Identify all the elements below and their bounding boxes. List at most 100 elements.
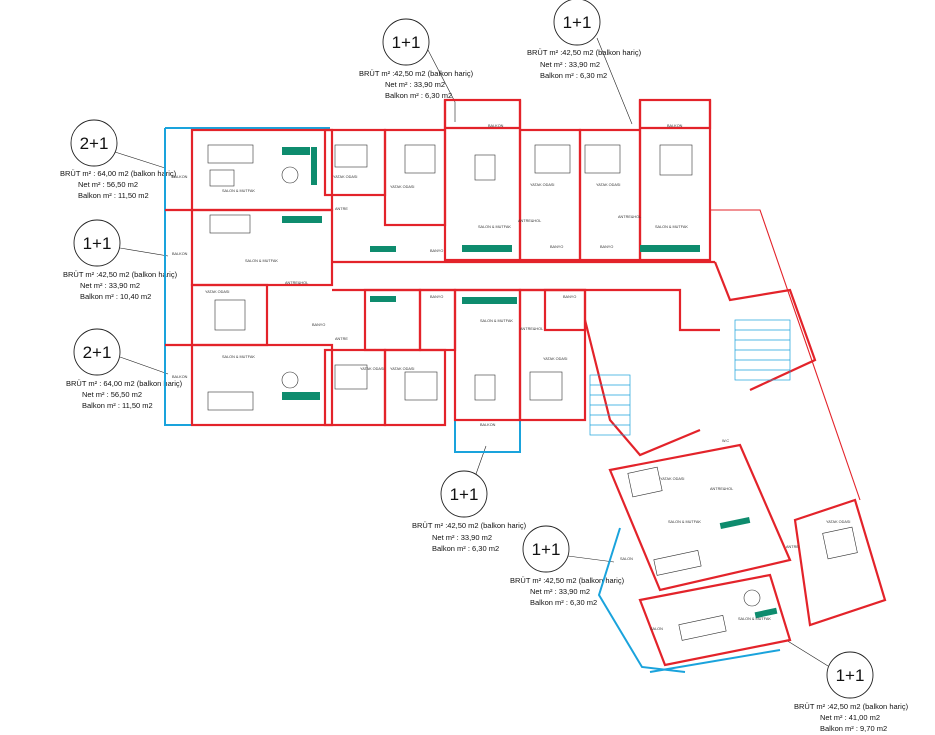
leader-line (475, 445, 487, 475)
kitchen-counter (370, 296, 396, 302)
room-label: SALON & MUTFAK (478, 225, 511, 229)
room-label: ANTRE (335, 207, 348, 211)
balcony-outline-south-2 (649, 649, 781, 673)
kitchen-counter (462, 245, 512, 252)
room-label: W.C (722, 439, 729, 443)
wall-bath-s2 (418, 288, 457, 352)
room-label: BALKON (667, 124, 683, 128)
room-label: SALON (620, 557, 633, 561)
unit-circle (440, 470, 488, 518)
unit-circle (73, 219, 121, 267)
wall-unit-s3 (453, 288, 522, 422)
dining-table (281, 371, 299, 389)
room-label: BANYO (312, 323, 325, 327)
wall-bedroom-left (190, 283, 269, 347)
dining-table (281, 166, 299, 184)
bed (584, 144, 621, 174)
unit-type-label: 2+1 (83, 343, 112, 362)
wall-unit-bottom-left (190, 343, 334, 427)
unit-circle (553, 0, 601, 46)
room-label: BALKON (488, 124, 504, 128)
room-label: BANYO (563, 295, 576, 299)
wall-stair-east (713, 261, 817, 391)
room-label: YATAK ODASI (390, 367, 414, 371)
unit-type-label: 1+1 (83, 234, 112, 253)
room-label: SALON & MUTFAK (738, 617, 771, 621)
unit-net-area: Net m² : 56,50 m2 (78, 180, 138, 189)
wall-unit-n6 (638, 98, 712, 262)
unit-annotation-u1: 1+1 BRÜT m² :42,50 m2 (balkon hariç) Net… (359, 18, 474, 122)
room-label: YATAK ODASI (360, 367, 384, 371)
unit-net-area: Net m² : 33,90 m2 (385, 80, 445, 89)
unit-gross-area: BRÜT m² : 64,00 m2 (balkon hariç) (66, 379, 183, 388)
unit-balcony-area: Balkon m² : 11,50 m2 (78, 191, 149, 200)
bed (214, 299, 246, 331)
bed (404, 371, 438, 401)
unit-circle (73, 328, 121, 376)
kitchens (282, 147, 778, 619)
unit-annotation-u2: 1+1 BRÜT m² :42,50 m2 (balkon hariç) Net… (527, 0, 642, 125)
room-label: SALON & MUTFAK (245, 259, 278, 263)
outline-east (710, 209, 861, 501)
unit-balcony-area: Balkon m² : 11,50 m2 (82, 401, 153, 410)
leader-line (114, 151, 166, 169)
wall-bedroom-n1 (323, 128, 387, 197)
leader-line (567, 555, 615, 563)
coffee-table (209, 169, 235, 187)
bed (822, 526, 858, 560)
room-label: BANYO (600, 245, 613, 249)
unit-type-label: 1+1 (392, 33, 421, 52)
room-label: SALON & MUTFAK (222, 355, 255, 359)
unit-gross-area: BRÜT m² :42,50 m2 (balkon hariç) (412, 521, 527, 530)
kitchen-counter (719, 516, 751, 530)
leader-line (119, 356, 169, 375)
wall-core (600, 288, 720, 332)
room-label: SALON & MUTFAK (222, 189, 255, 193)
kitchen-counter (282, 216, 322, 223)
unit-circle (826, 651, 874, 699)
wall-unit-n4 (518, 128, 582, 262)
unit-type-label: 1+1 (563, 13, 592, 32)
room-labels: BALKON BALKON BALKON SALON & MUTFAK SALO… (172, 124, 850, 631)
unit-net-area: Net m² : 41,00 m2 (820, 713, 880, 722)
unit-type-label: 2+1 (80, 134, 109, 153)
wall-bath-s4 (543, 288, 587, 332)
leader-line (119, 247, 169, 257)
furniture (207, 144, 858, 641)
unit-annotation-u6: 1+1 BRÜT m² :42,50 m2 (balkon hariç) Net… (412, 445, 527, 553)
unit-net-area: Net m² : 33,90 m2 (80, 281, 140, 290)
unit-type-label: 1+1 (836, 666, 865, 685)
unit-annotation-u3: 2+1 BRÜT m² : 64,00 m2 (balkon hariç) Ne… (60, 119, 177, 200)
bed (334, 144, 368, 168)
sofa (209, 214, 251, 234)
room-label: YATAK ODASI (530, 183, 554, 187)
wall-bedroom-s1 (323, 348, 387, 427)
unit-annotation-u7: 1+1 BRÜT m² :42,50 m2 (balkon hariç) Net… (510, 525, 625, 607)
unit-balcony-area: Balkon m² : 6,30 m2 (432, 544, 499, 553)
unit-gross-area: BRÜT m² : 64,00 m2 (balkon hariç) (60, 169, 177, 178)
unit-circle (70, 119, 118, 167)
bed (627, 466, 663, 498)
room-label: YATAK ODASI (205, 290, 229, 294)
unit-balcony-area: Balkon m² : 9,70 m2 (820, 724, 887, 733)
room-label: ANTRE&HOL (520, 327, 543, 331)
room-label: YATAK ODASI (390, 185, 414, 189)
bed (534, 144, 571, 174)
stairs (589, 319, 791, 436)
kitchen-counter (370, 246, 396, 252)
leader-line (427, 49, 456, 122)
unit-annotation-u4: 1+1 BRÜT m² :42,50 m2 (balkon hariç) Net… (63, 219, 178, 301)
bed (334, 364, 368, 390)
room-label: YATAK ODASI (660, 477, 684, 481)
unit-gross-area: BRÜT m² :42,50 m2 (balkon hariç) (527, 48, 642, 57)
room-label: BALKON (172, 175, 188, 179)
wall-unit-se1 (608, 443, 792, 592)
sofa (678, 615, 727, 641)
unit-gross-area: BRÜT m² :42,50 m2 (balkon hariç) (794, 702, 909, 711)
unit-gross-area: BRÜT m² :42,50 m2 (balkon hariç) (63, 270, 178, 279)
unit-gross-area: BRÜT m² :42,50 m2 (balkon hariç) (359, 69, 474, 78)
wall-unit-s4 (518, 288, 587, 422)
room-label: ANTRE&HOL (518, 219, 541, 223)
unit-balcony-area: Balkon m² : 10,40 m2 (80, 292, 151, 301)
unit-type-label: 1+1 (450, 485, 479, 504)
